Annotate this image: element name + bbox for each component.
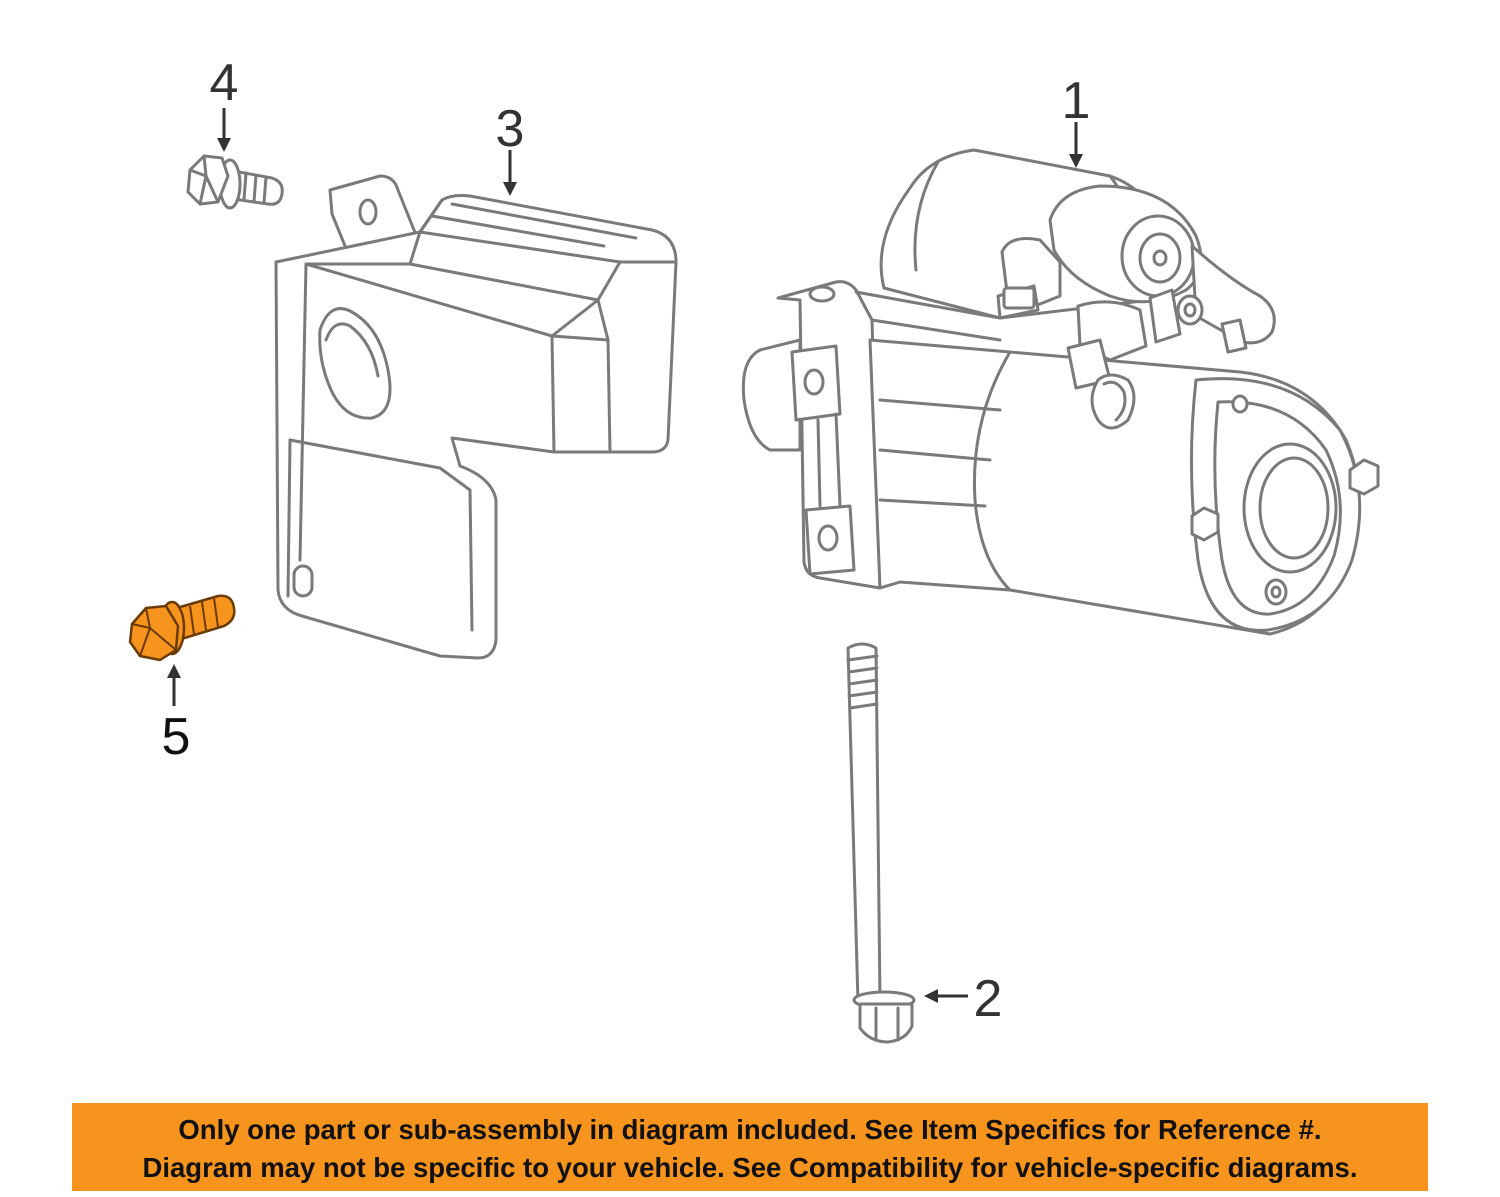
callout-1: 1 [1062, 72, 1091, 130]
highlighted-bolt-icon [128, 594, 236, 662]
callout-arrows [167, 108, 1083, 1003]
disclaimer-line-1: Only one part or sub-assembly in diagram… [178, 1114, 1322, 1145]
callout-3: 3 [496, 100, 525, 158]
starter-motor-icon [741, 148, 1380, 636]
heat-shield-icon [274, 174, 678, 660]
callout-4: 4 [210, 54, 239, 112]
callout-2: 2 [974, 970, 1003, 1028]
callout-5: 5 [162, 708, 191, 766]
long-bolt-icon [846, 642, 916, 1044]
bolt-icon [186, 154, 284, 210]
disclaimer-line-2: Diagram may not be specific to your vehi… [142, 1152, 1358, 1183]
disclaimer-banner: Only one part or sub-assembly in diagram… [72, 1103, 1428, 1191]
